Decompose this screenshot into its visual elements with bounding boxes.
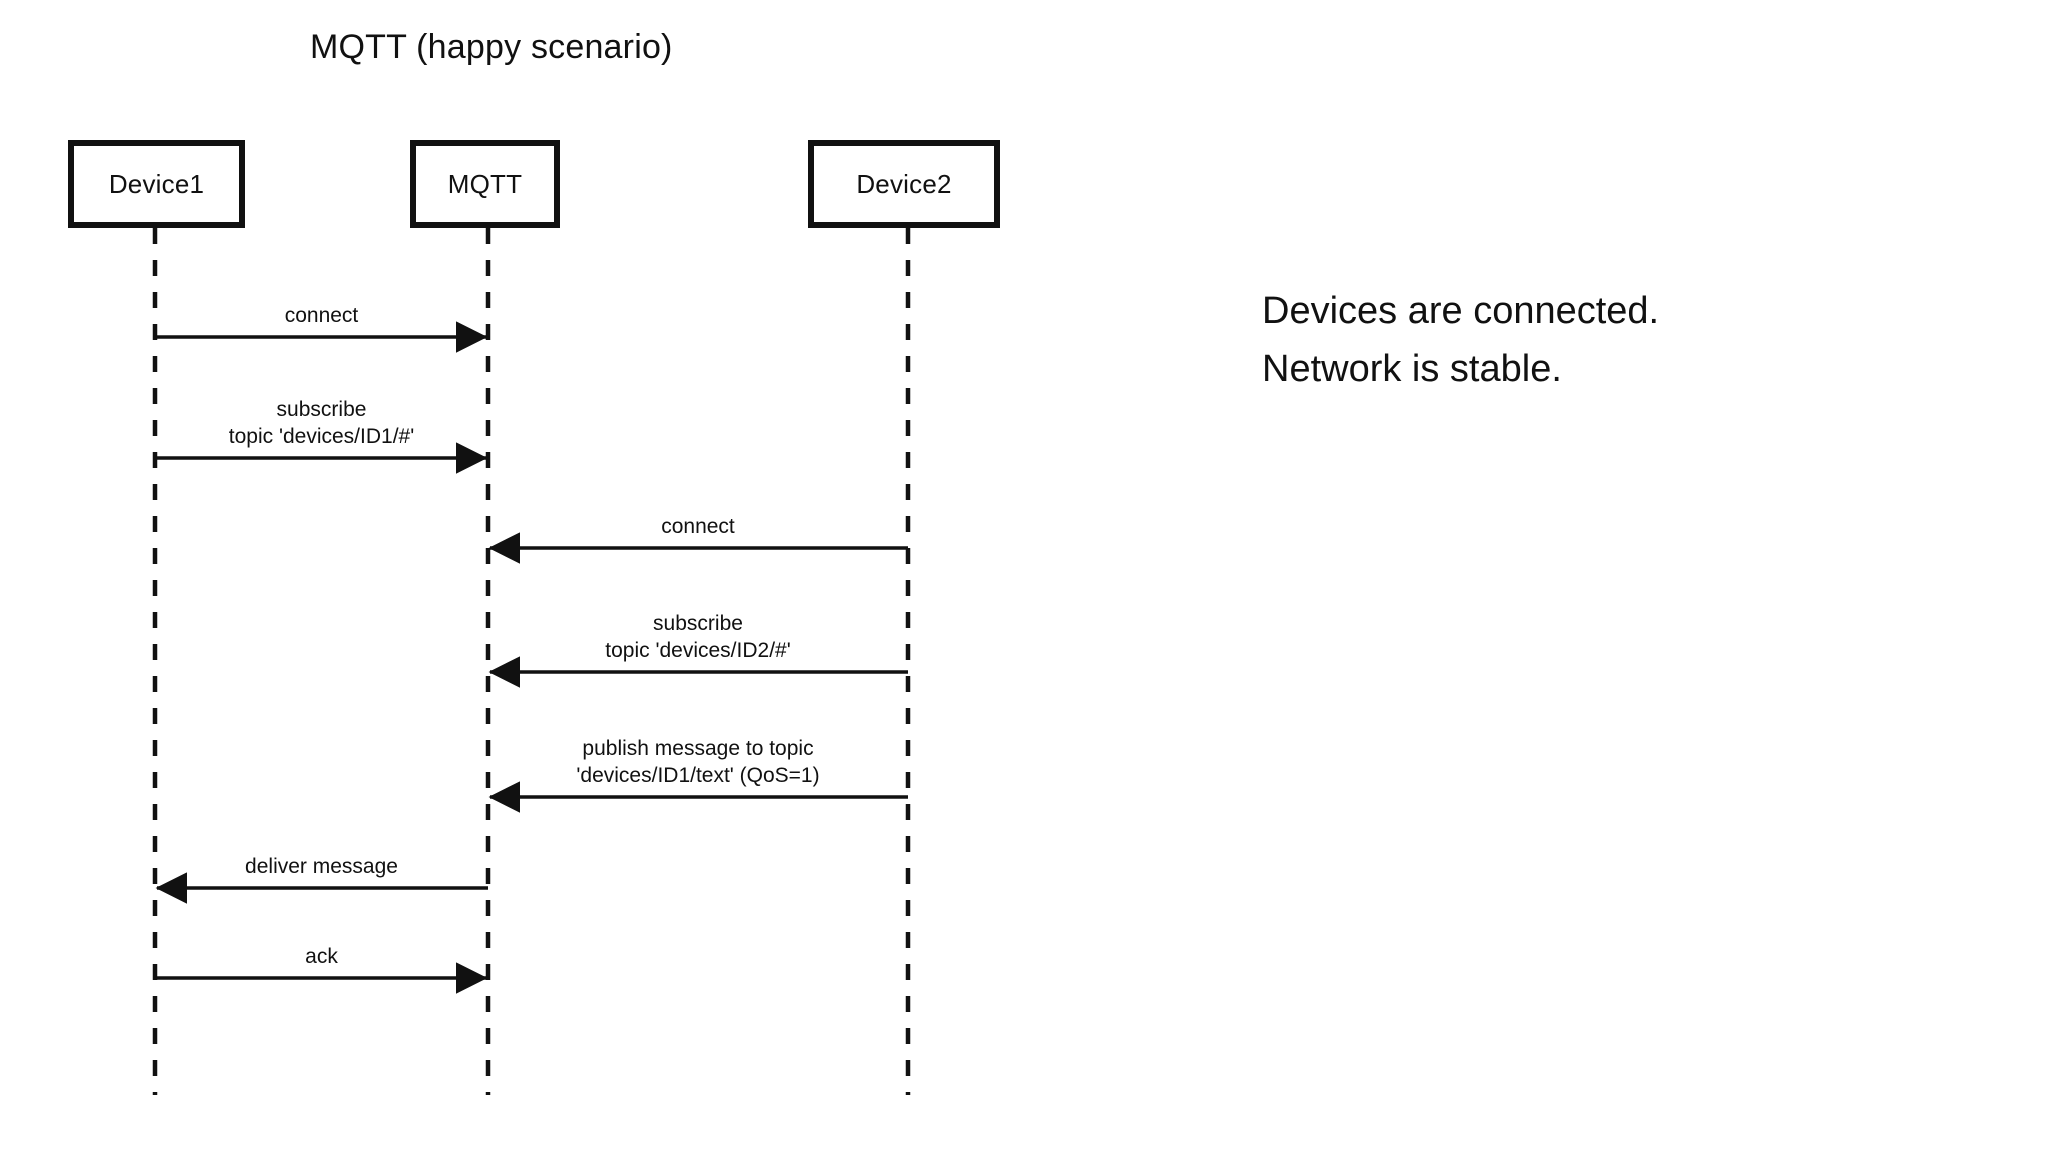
note-line-1: Devices are connected. (1262, 290, 1660, 332)
message-label-5-line-2: 'devices/ID1/text' (QoS=1) (576, 764, 820, 787)
message-label-2-line-2: topic 'devices/ID1/#' (228, 425, 415, 448)
participant-label-device1: Device1 (108, 168, 205, 199)
message-label-1-line-1: connect (284, 304, 359, 327)
message-label-5-line-1: publish message to topic (582, 737, 814, 760)
message-label-3: connect (661, 513, 735, 540)
message-label-7: ack (305, 943, 338, 970)
message-label-5: publish message to topic 'devices/ID1/tex… (576, 735, 819, 789)
message-label-7-line-1: ack (305, 945, 338, 968)
message-label-3-line-1: connect (661, 515, 735, 538)
message-label-4: subscribe topic 'devices/ID2/#' (605, 610, 790, 664)
participant-box-mqtt: MQTT (410, 140, 560, 228)
message-label-1: connect (285, 302, 359, 329)
message-label-6: deliver message (245, 853, 398, 880)
message-label-2: subscribe topic 'devices/ID1/#' (229, 396, 414, 450)
message-label-4-line-2: topic 'devices/ID2/#' (605, 639, 791, 662)
lifelines-group (152, 228, 911, 1095)
participant-label-mqtt: MQTT (447, 168, 523, 199)
message-arrows-group (155, 321, 908, 994)
message-label-2-line-1: subscribe (276, 398, 367, 421)
page-title: MQTT (happy scenario) (310, 28, 673, 66)
message-label-4-line-1: subscribe (653, 612, 743, 635)
scenario-note: Devices are connected. Network is stable… (1262, 282, 1659, 398)
participant-label-device2: Device2 (856, 168, 952, 199)
message-label-6-line-1: deliver message (245, 855, 398, 878)
participant-box-device2: Device2 (808, 140, 1000, 228)
participant-box-device1: Device1 (68, 140, 245, 228)
note-line-2: Network is stable. (1262, 348, 1562, 390)
